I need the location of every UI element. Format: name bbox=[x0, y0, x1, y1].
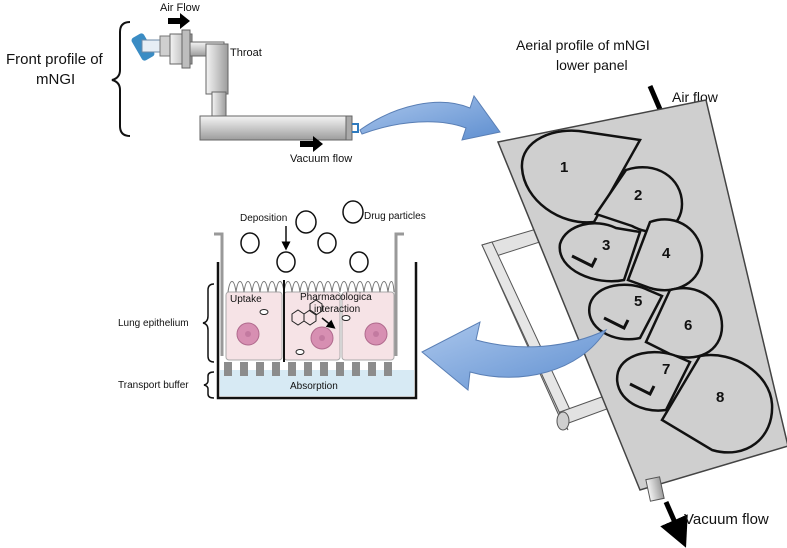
cup-7-sample-icon bbox=[629, 382, 656, 397]
aerial-outlet bbox=[645, 476, 665, 502]
front-title-line1: Front profile of bbox=[6, 51, 104, 68]
transport-buffer bbox=[220, 370, 414, 396]
particle-small bbox=[259, 309, 269, 315]
front-profile: Front profile of mNGI Air Flow Throat Va… bbox=[6, 2, 359, 165]
insert-wall-right bbox=[394, 232, 404, 356]
deposition-label: Deposition bbox=[240, 213, 287, 224]
cup-label-5: 5 bbox=[634, 293, 642, 310]
lung-epithelium-brace bbox=[202, 283, 215, 363]
cup-6: 6 bbox=[644, 286, 724, 359]
absorption-label: Absorption bbox=[290, 381, 338, 392]
pharma-label-line1: Pharmacologica bbox=[300, 292, 372, 303]
transport-buffer-brace bbox=[203, 371, 215, 399]
aerial-profile: Aerial profile of mNGI lower panel Air f… bbox=[481, 37, 787, 548]
front-brace bbox=[111, 21, 131, 137]
front-inlet-flange bbox=[181, 29, 191, 69]
drug-particle bbox=[317, 232, 337, 254]
front-air-flow-arrow bbox=[168, 13, 190, 29]
cup-label-1: 1 bbox=[560, 159, 568, 176]
drug-particle bbox=[240, 232, 260, 254]
interaction-arrow bbox=[321, 317, 336, 329]
outer-well bbox=[216, 262, 418, 400]
front-air-flow-label: Air Flow bbox=[160, 2, 200, 14]
throat-label: Throat bbox=[230, 47, 262, 59]
plate-handle bbox=[481, 227, 616, 431]
front-outlet-fitting bbox=[352, 123, 359, 133]
front-title-line2: mNGI bbox=[36, 71, 75, 88]
aerial-air-flow-label: Air flow bbox=[672, 89, 719, 105]
cup-4: 4 bbox=[626, 218, 704, 292]
aerial-vacuum-arrow bbox=[660, 500, 688, 548]
front-vacuum-label: Vacuum flow bbox=[290, 153, 352, 165]
molecule-icon bbox=[291, 299, 323, 326]
cup-label-3: 3 bbox=[602, 237, 610, 254]
cell-insert: Absorption bbox=[118, 200, 426, 400]
blue-arrow-to-aerial bbox=[359, 94, 501, 141]
inhaler-icon bbox=[131, 33, 171, 61]
front-vacuum-arrow bbox=[300, 136, 323, 152]
throat-elbow bbox=[205, 43, 229, 95]
drug-particle bbox=[276, 251, 296, 273]
insert-wall-left bbox=[214, 232, 224, 356]
cup-8: 8 bbox=[660, 353, 774, 454]
throat-coupler bbox=[211, 91, 227, 117]
cup-label-4: 4 bbox=[662, 245, 671, 262]
drug-particles-label: Drug particles bbox=[364, 211, 426, 222]
cup-3-sample-icon bbox=[571, 254, 598, 269]
cup-label-7: 7 bbox=[662, 361, 670, 378]
cilia bbox=[227, 281, 395, 293]
lung-epithelium-label: Lung epithelium bbox=[118, 318, 189, 329]
front-tube-end bbox=[345, 115, 353, 141]
membrane bbox=[224, 362, 394, 376]
aerial-title-line2: lower panel bbox=[556, 57, 628, 73]
particle-small bbox=[341, 315, 351, 321]
cup-5-sample-icon bbox=[603, 316, 630, 331]
drug-particle bbox=[349, 251, 369, 273]
cup-7: 7 bbox=[615, 350, 692, 412]
cup-label-8: 8 bbox=[716, 389, 724, 406]
cup-label-2: 2 bbox=[634, 187, 642, 204]
aerial-vacuum-label: Vacuum flow bbox=[684, 511, 769, 528]
aerial-title-line1: Aerial profile of mNGI bbox=[516, 37, 650, 53]
uptake-label: Uptake bbox=[230, 294, 262, 305]
cup-3: 3 bbox=[558, 222, 642, 283]
cup-5: 5 bbox=[587, 283, 664, 341]
front-main-tube bbox=[199, 115, 353, 141]
transport-buffer-label: Transport buffer bbox=[118, 380, 189, 391]
blue-arrow-to-cell bbox=[421, 321, 608, 391]
particle-small bbox=[295, 349, 305, 355]
cup-label-6: 6 bbox=[684, 317, 692, 334]
pharma-label-line2: interaction bbox=[314, 304, 360, 315]
drug-particle bbox=[342, 200, 364, 224]
drug-particle bbox=[295, 210, 317, 234]
